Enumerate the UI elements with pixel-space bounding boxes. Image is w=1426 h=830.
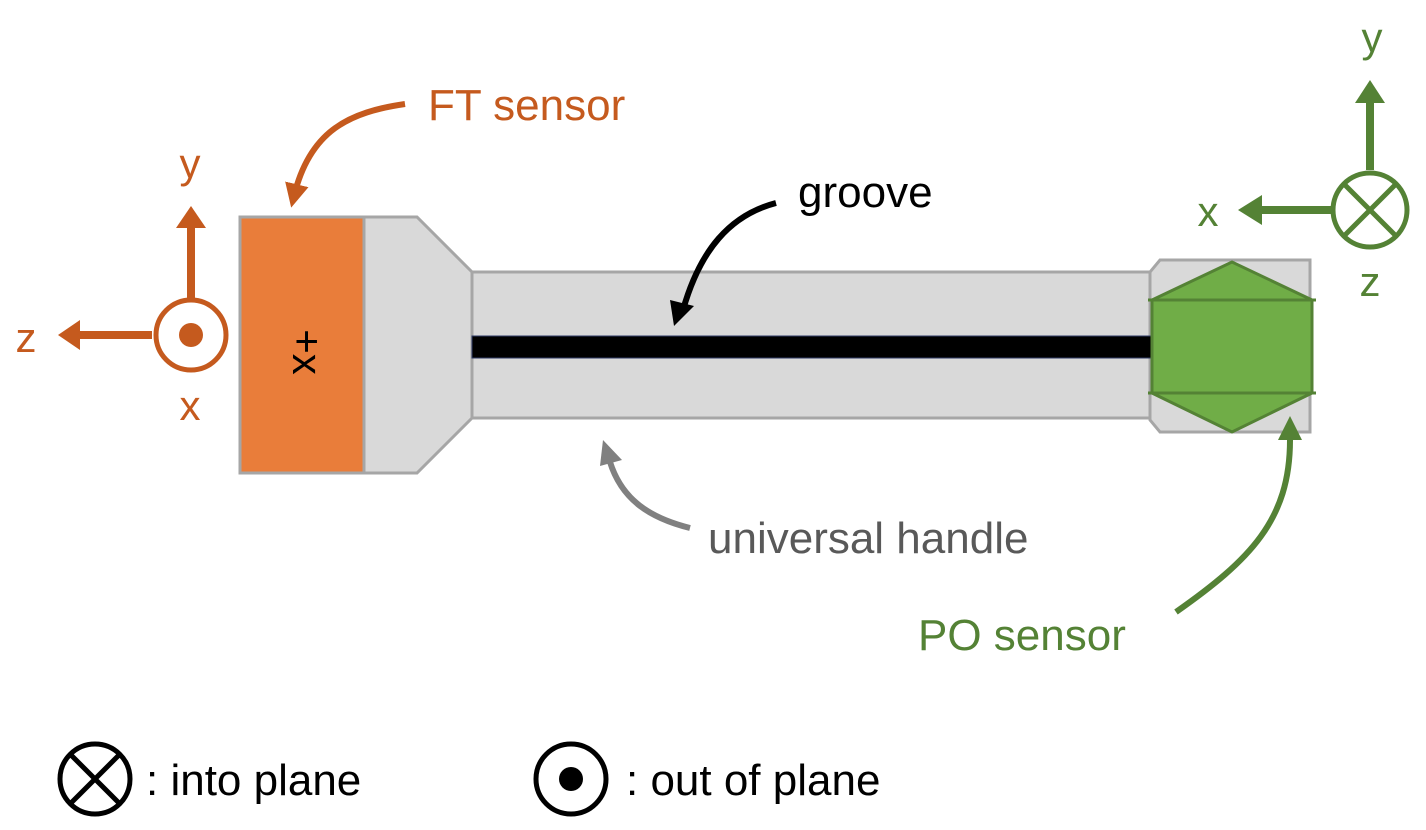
ft-z-label: z [16,314,37,361]
ft-y-label: y [180,140,201,187]
po-x-arrow-head [1238,195,1262,225]
po-sensor-label: PO sensor [918,611,1126,660]
ft-sensor-pointer [285,101,406,208]
universal-handle-pointer-head [600,440,622,466]
ft-out-of-plane-dot [179,323,203,347]
groove-pointer-head [670,300,694,326]
po-sensor-pointer [1174,439,1293,615]
ft-x-label: x [180,382,201,429]
ft-z-arrow-head [58,320,80,350]
universal-handle-label: universal handle [708,514,1028,563]
groove-label: groove [798,168,933,217]
po-into-plane-cross-2 [1342,182,1398,238]
po-x-label: x [1198,188,1219,235]
ft-plus-x-label: +x [284,329,331,375]
ft-coordinate-frame: y z x [16,140,229,429]
legend: : into plane : out of plane [57,741,880,817]
handle-flange [360,215,474,475]
po-sensor-pointer-head [1278,416,1302,440]
po-z-label: z [1360,258,1381,305]
groove-pointer [680,200,777,311]
po-y-label: y [1362,14,1383,61]
legend-into-plane-label: : into plane [146,756,361,805]
legend-out-of-plane-dot [559,767,583,791]
ft-y-arrow-head [176,206,206,228]
legend-into-cross-2 [68,752,122,806]
po-sensor-block [1148,260,1316,434]
legend-out-of-plane-label: : out of plane [626,756,880,805]
universal-handle [360,215,1312,475]
po-y-arrow-head [1355,80,1385,103]
universal-handle-pointer [607,461,691,531]
po-coordinate-frame: y x z [1198,14,1410,305]
ft-sensor-block [238,215,366,475]
groove [471,335,1153,359]
ft-sensor-label: FT sensor [428,81,625,130]
